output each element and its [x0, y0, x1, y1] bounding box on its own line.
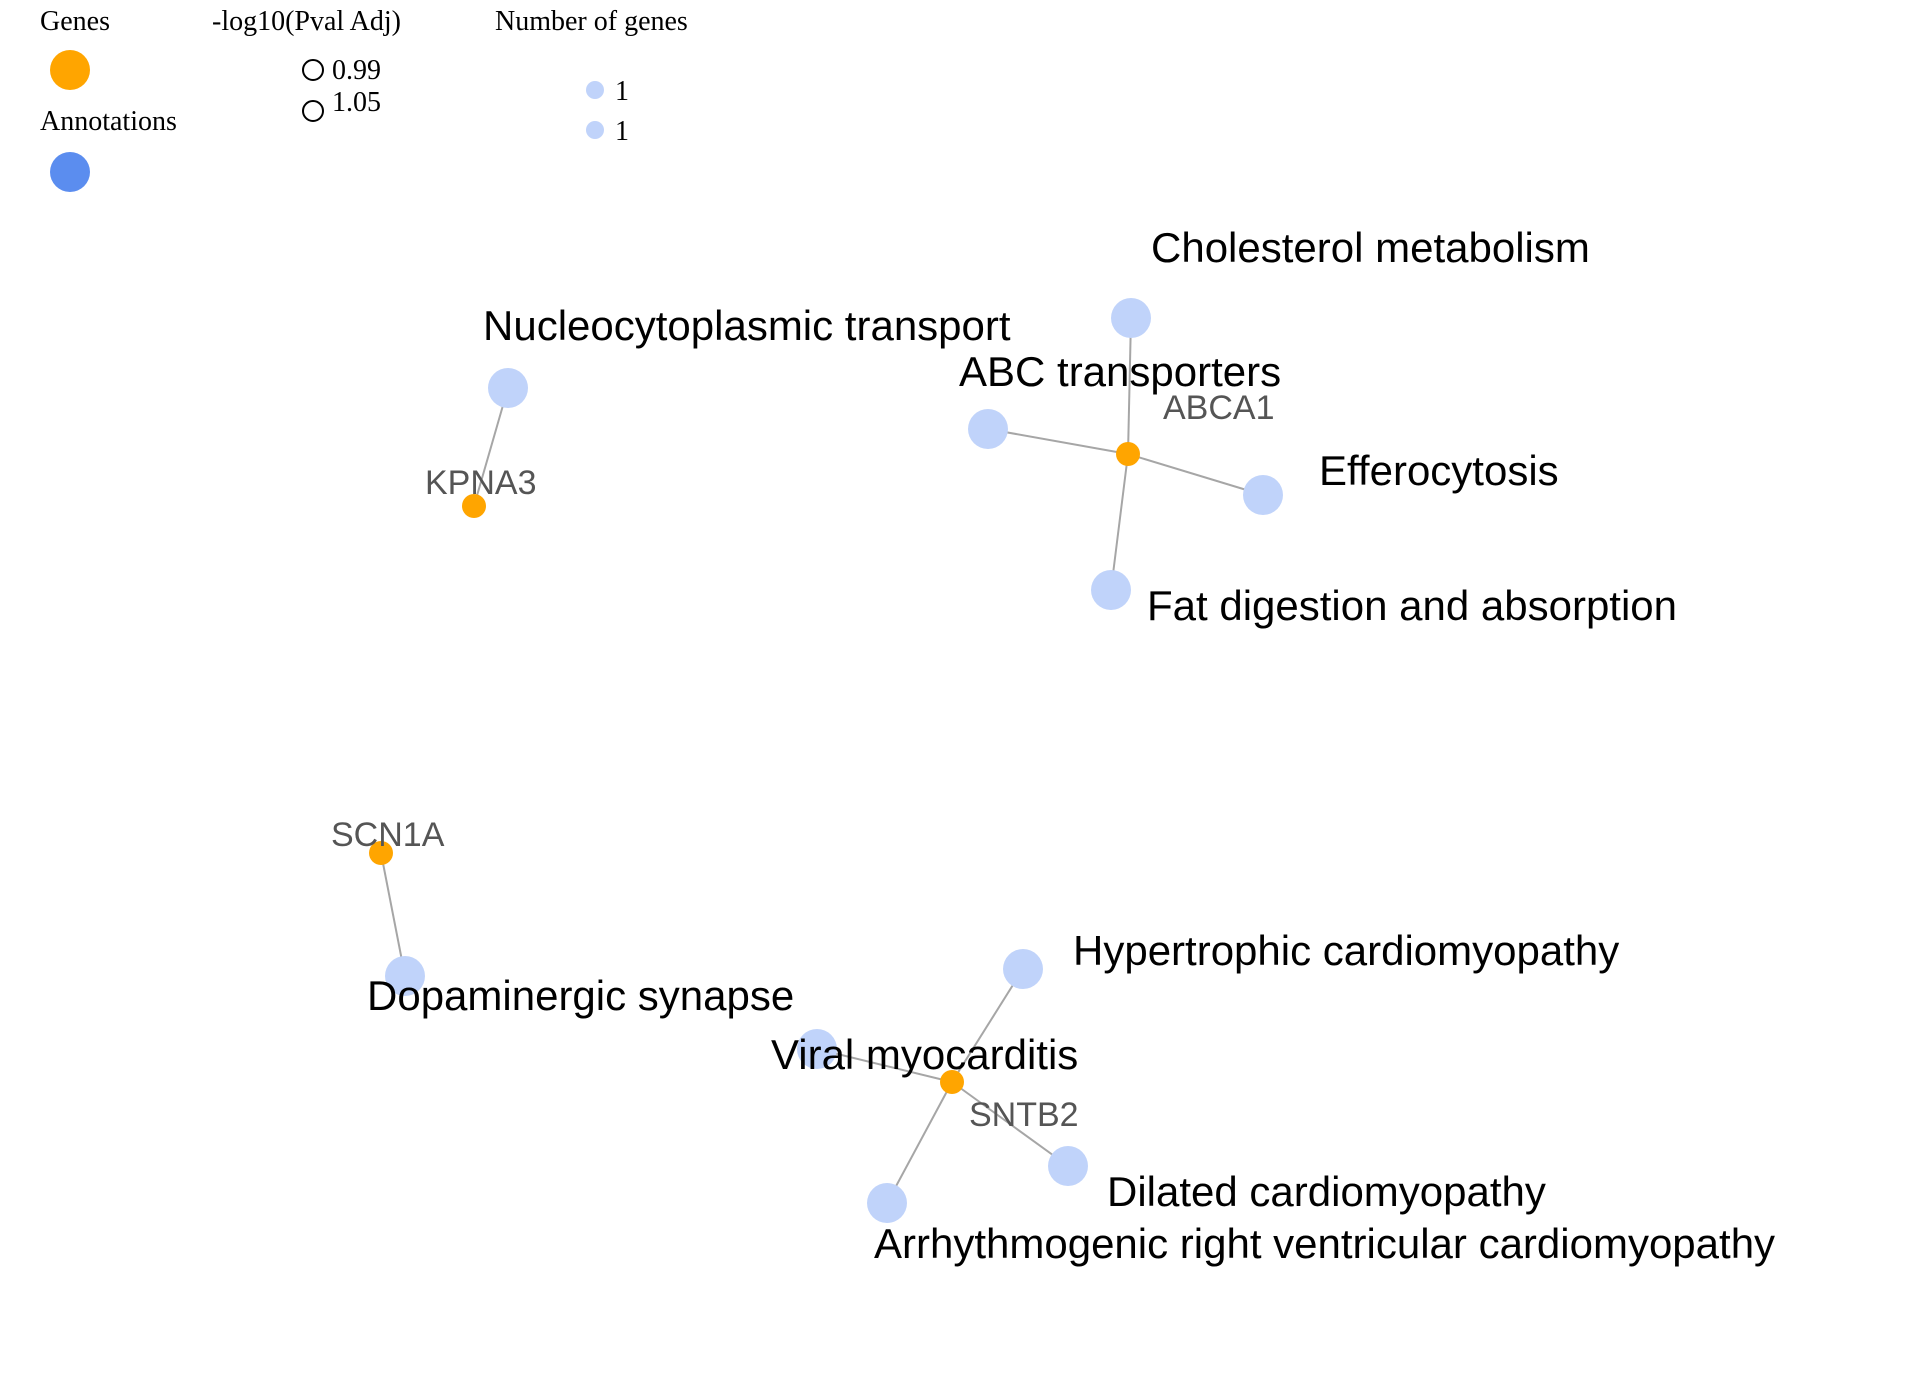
edge-sntb2-viral [816, 1048, 953, 1083]
legend-pval-value-2: 1.05 [332, 87, 381, 118]
nodes-layer [369, 298, 1283, 1223]
annotation-node-viral[interactable] [797, 1029, 837, 1069]
edge-abca1-fat [1110, 453, 1129, 591]
legend-pval-marker-2 [302, 100, 324, 122]
labels-layer: Nucleocytoplasmic transport Cholesterol m… [331, 224, 1775, 1267]
edge-scn1a-dopaminergic [380, 852, 406, 977]
annotation-node-nucleocytoplasmic[interactable] [488, 368, 528, 408]
legend-count-marker-1 [586, 81, 604, 99]
gene-label-abca1: ABCA1 [1163, 389, 1275, 427]
annotation-node-arrhythmogenic[interactable] [867, 1183, 907, 1223]
edge-abca1-efferocytosis [1127, 453, 1264, 496]
legend-pval-marker-1 [302, 59, 324, 81]
annotation-node-fat[interactable] [1091, 570, 1131, 610]
gene-label-scn1a: SCN1A [331, 816, 445, 854]
legend-annotations-title: Annotations [40, 106, 177, 137]
legend-pval-value-1: 0.99 [332, 55, 381, 86]
legend-count-value-2: 1 [615, 116, 629, 147]
legend: Genes Annotations -log10(Pval Adj) 0.99 … [40, 6, 688, 192]
edge-sntb2-hypertrophic [951, 968, 1024, 1083]
gene-node-sntb2[interactable] [940, 1070, 964, 1094]
annotation-node-abc[interactable] [968, 409, 1008, 449]
annotation-node-hypertrophic[interactable] [1003, 949, 1043, 989]
annotation-label-efferocytosis: Efferocytosis [1319, 447, 1559, 494]
gene-node-abca1[interactable] [1116, 442, 1140, 466]
legend-annotation-swatch [50, 152, 90, 192]
annotation-label-nucleocytoplasmic: Nucleocytoplasmic transport [483, 302, 1011, 349]
annotation-label-viral: Viral myocarditis [771, 1031, 1078, 1078]
gene-label-kpna3: KPNA3 [425, 464, 537, 502]
edges-layer [380, 317, 1264, 1204]
annotation-node-dilated[interactable] [1048, 1146, 1088, 1186]
edge-abca1-cholesterol [1127, 317, 1132, 455]
gene-node-scn1a[interactable] [369, 841, 393, 865]
annotation-node-cholesterol[interactable] [1111, 298, 1151, 338]
legend-count-value-1: 1 [615, 76, 629, 107]
annotation-node-efferocytosis[interactable] [1243, 475, 1283, 515]
legend-count-marker-2 [586, 121, 604, 139]
annotation-label-abc: ABC transporters [959, 348, 1281, 395]
legend-count-title: Number of genes [495, 6, 688, 37]
legend-gene-swatch [50, 50, 90, 90]
annotation-label-cholesterol: Cholesterol metabolism [1151, 224, 1590, 271]
annotation-label-fat: Fat digestion and absorption [1147, 582, 1677, 629]
annotation-label-hypertrophic: Hypertrophic cardiomyopathy [1073, 927, 1619, 974]
edge-sntb2-arrhythmogenic [886, 1081, 953, 1204]
gene-node-kpna3[interactable] [462, 494, 486, 518]
edge-kpna3-nucleocytoplasmic [473, 387, 509, 507]
legend-pval-title: -log10(Pval Adj) [212, 6, 401, 37]
annotation-node-dopaminergic[interactable] [385, 956, 425, 996]
gene-label-sntb2: SNTB2 [969, 1096, 1079, 1134]
annotation-label-dopaminergic: Dopaminergic synapse [367, 972, 794, 1019]
edge-sntb2-dilated [951, 1081, 1069, 1167]
legend-genes-title: Genes [40, 6, 110, 37]
annotation-label-arrhythmogenic: Arrhythmogenic right ventricular cardiom… [874, 1220, 1775, 1267]
annotation-label-dilated: Dilated cardiomyopathy [1107, 1168, 1546, 1215]
edge-abca1-abc [987, 428, 1129, 455]
